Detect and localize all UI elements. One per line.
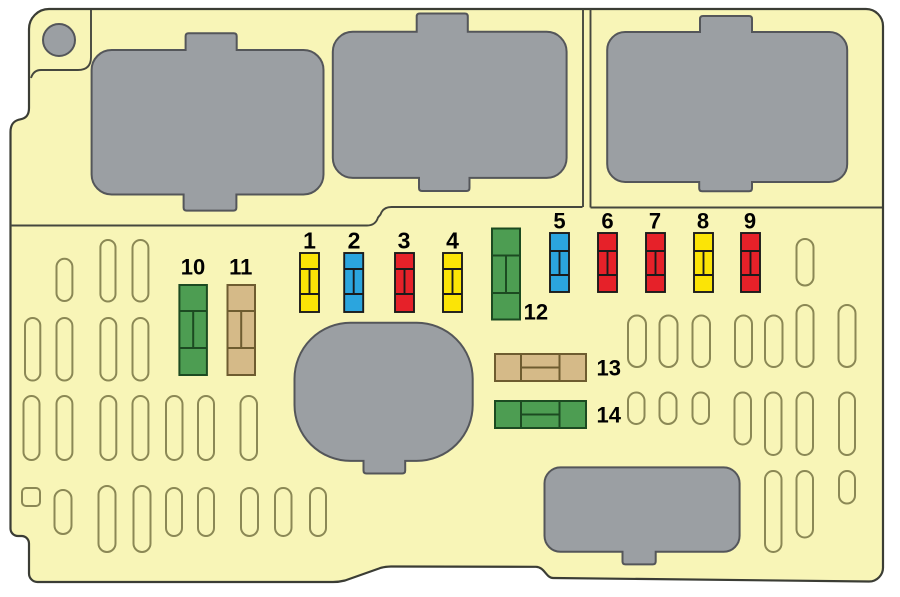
svg-text:3: 3 — [398, 228, 411, 254]
svg-text:9: 9 — [744, 209, 756, 234]
svg-text:2: 2 — [348, 228, 361, 254]
svg-text:1: 1 — [303, 228, 316, 254]
svg-text:7: 7 — [649, 209, 661, 234]
svg-text:4: 4 — [446, 228, 459, 254]
svg-text:5: 5 — [553, 209, 565, 234]
svg-text:8: 8 — [697, 209, 709, 234]
svg-text:14: 14 — [597, 403, 622, 428]
svg-text:6: 6 — [601, 209, 613, 234]
svg-text:13: 13 — [597, 356, 621, 381]
svg-text:12: 12 — [524, 300, 548, 325]
svg-text:11: 11 — [229, 255, 252, 280]
svg-text:10: 10 — [181, 255, 205, 280]
